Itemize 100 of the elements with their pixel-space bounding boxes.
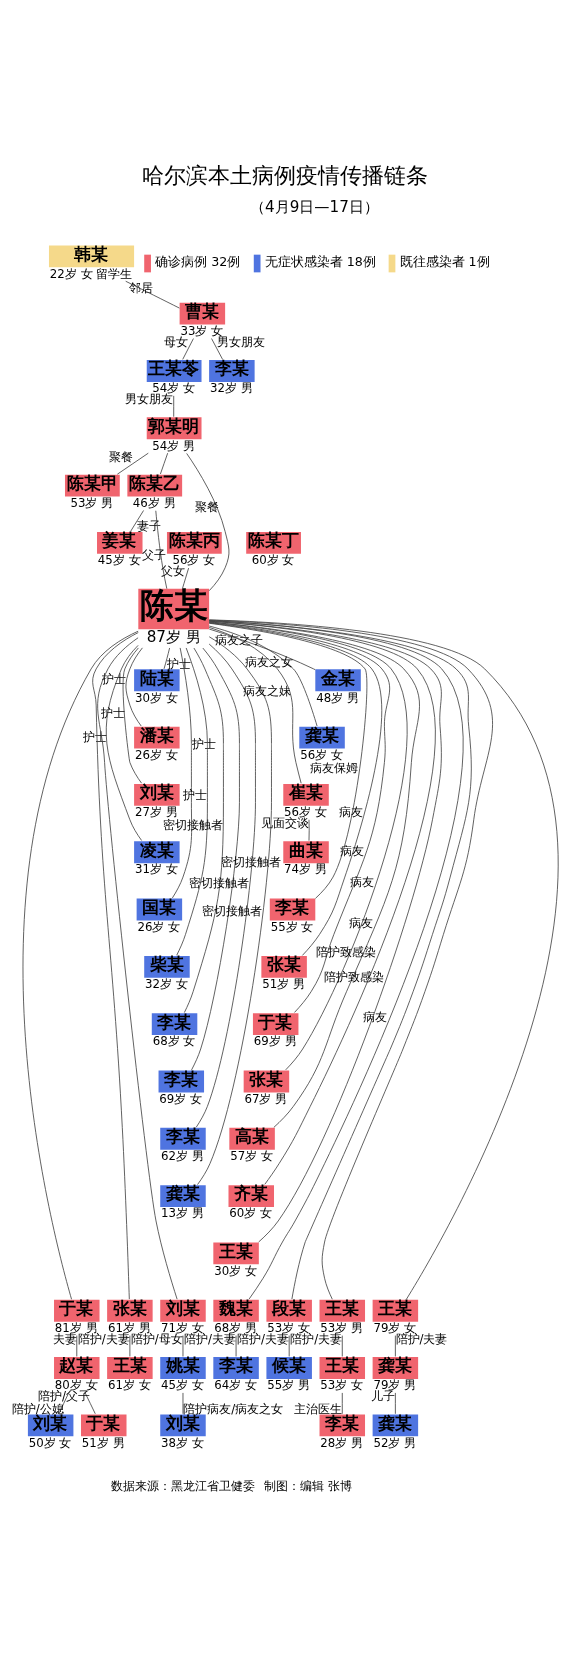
node-label: 57岁 女 (230, 1148, 273, 1163)
node-box-text: 齐某 (228, 1184, 274, 1207)
node-box: 于某 (54, 1299, 100, 1322)
node-label: 53岁 男 (70, 495, 114, 510)
node-box: 金某 (315, 668, 361, 691)
node-box-text: 崔某 (283, 783, 329, 806)
node-label: 55岁 男 (267, 1377, 311, 1392)
node-label: 30岁 女 (134, 690, 178, 705)
connector (208, 621, 391, 1013)
edge-label: 病友 (349, 915, 374, 930)
edge-label: 护士 (183, 787, 208, 802)
node-label: 53岁 女 (320, 1377, 364, 1392)
edge-label: 病友 (338, 804, 363, 819)
node-label: 52岁 男 (373, 1435, 417, 1450)
connector (76, 1334, 78, 1357)
node-box-text: 高某 (229, 1127, 275, 1150)
node-label: 51岁 男 (262, 976, 305, 991)
node-box-text: 王某 (107, 1356, 153, 1379)
node-box-text: 潘某 (134, 726, 180, 749)
node-box: 王某 (319, 1299, 366, 1322)
edge-label: 邻居 (129, 280, 154, 295)
node-box-text: 姚某 (160, 1356, 206, 1379)
connector (182, 337, 194, 360)
node-box: 陈某乙 (127, 474, 183, 497)
edge-label: 病友 (340, 843, 364, 858)
edge-label: 护士 (82, 729, 107, 744)
node-box: 曹某 (179, 302, 226, 325)
connector (173, 394, 175, 417)
connector (22, 630, 139, 1300)
node-label: 62岁 男 (161, 1148, 204, 1163)
node-label: 69岁 女 (159, 1091, 203, 1106)
edge-label: 密切接触者 (202, 903, 263, 918)
node-box: 李某 (160, 1127, 206, 1150)
node-box: 陈某丙 (166, 531, 222, 554)
edge-label: 陪护致感染 (324, 969, 385, 984)
connector (288, 1334, 290, 1357)
connector (105, 644, 143, 841)
node-box: 李某 (319, 1413, 366, 1436)
node-box: 于某 (252, 1012, 299, 1035)
node-box-text: 李某 (213, 1356, 259, 1379)
node-label: 56岁 女 (300, 747, 343, 762)
node-label: 45岁 女 (97, 552, 141, 567)
connector (208, 622, 383, 956)
label: （4月9日—17日） (250, 197, 379, 216)
node-label: 60岁 女 (251, 552, 295, 567)
node-label: 22岁 女 留学生 (49, 266, 133, 281)
edge-label: 病友 (350, 874, 375, 889)
legend-label: 确诊病例 32例 (155, 253, 241, 269)
node-box-text: 陆某 (134, 668, 180, 691)
legend-label: 无症状感染者 18例 (264, 253, 376, 269)
connector (186, 452, 230, 591)
connector (191, 647, 240, 1070)
node-box: 龚某 (160, 1184, 206, 1207)
edge-label: 妻子 (137, 518, 162, 533)
connector (208, 626, 302, 784)
diagram-title: 哈尔滨本土病例疫情传播链条 (142, 162, 428, 188)
node-box: 张某 (107, 1299, 153, 1322)
connector (341, 1392, 343, 1414)
node-box-text: 陈某丁 (246, 531, 301, 554)
edge-label: 母女 (163, 334, 188, 349)
node-label: 50岁 女 (28, 1435, 72, 1450)
connector (197, 635, 272, 1185)
connector (125, 646, 143, 726)
node-box: 曲某 (283, 840, 329, 863)
connector (208, 628, 316, 670)
edge-label: 父女 (161, 563, 186, 578)
connector (163, 647, 170, 669)
connector (155, 509, 168, 589)
connector (92, 631, 139, 1300)
label: 制图：编辑 张博 (263, 1478, 352, 1493)
edge-label: 密切接触者 (162, 817, 223, 832)
node-box: 郭某明 (146, 416, 202, 439)
node-box-text: 段某 (266, 1299, 312, 1322)
connector (171, 647, 193, 898)
node-label: 13岁 男 (161, 1205, 204, 1220)
node-box: 张某 (261, 955, 307, 978)
edge-label: 父子 (141, 547, 166, 562)
node-box: 陈某 (138, 588, 210, 629)
edge-label: 密切接触者 (220, 854, 281, 869)
edge-label: 病友之女 (244, 654, 293, 669)
edge-label: 病友之子 (214, 632, 263, 647)
node-box-text: 龚某 (299, 726, 345, 749)
node-box: 李某 (209, 359, 255, 382)
edge-label: 病友 (362, 1009, 387, 1024)
edge-label: 密切接触者 (188, 875, 249, 890)
edge-label: 陪护/公媳 (11, 1401, 64, 1416)
node-label: 87岁 男 (146, 627, 201, 646)
connector (208, 621, 408, 1070)
node-box: 龚某 (372, 1413, 419, 1436)
connector (195, 643, 256, 1128)
node-box: 李某 (158, 1070, 205, 1092)
edge-label: 陪护病友/病友之女 (183, 1401, 284, 1416)
node-label: 61岁 女 (107, 1377, 151, 1392)
node-label: 67岁 男 (244, 1091, 288, 1106)
edge-label: 护士 (100, 705, 125, 720)
connector (208, 625, 318, 726)
edge-label: 护士 (191, 736, 216, 751)
node-box: 龚某 (372, 1356, 419, 1379)
node-box: 于某 (81, 1413, 127, 1436)
connector (176, 647, 208, 956)
